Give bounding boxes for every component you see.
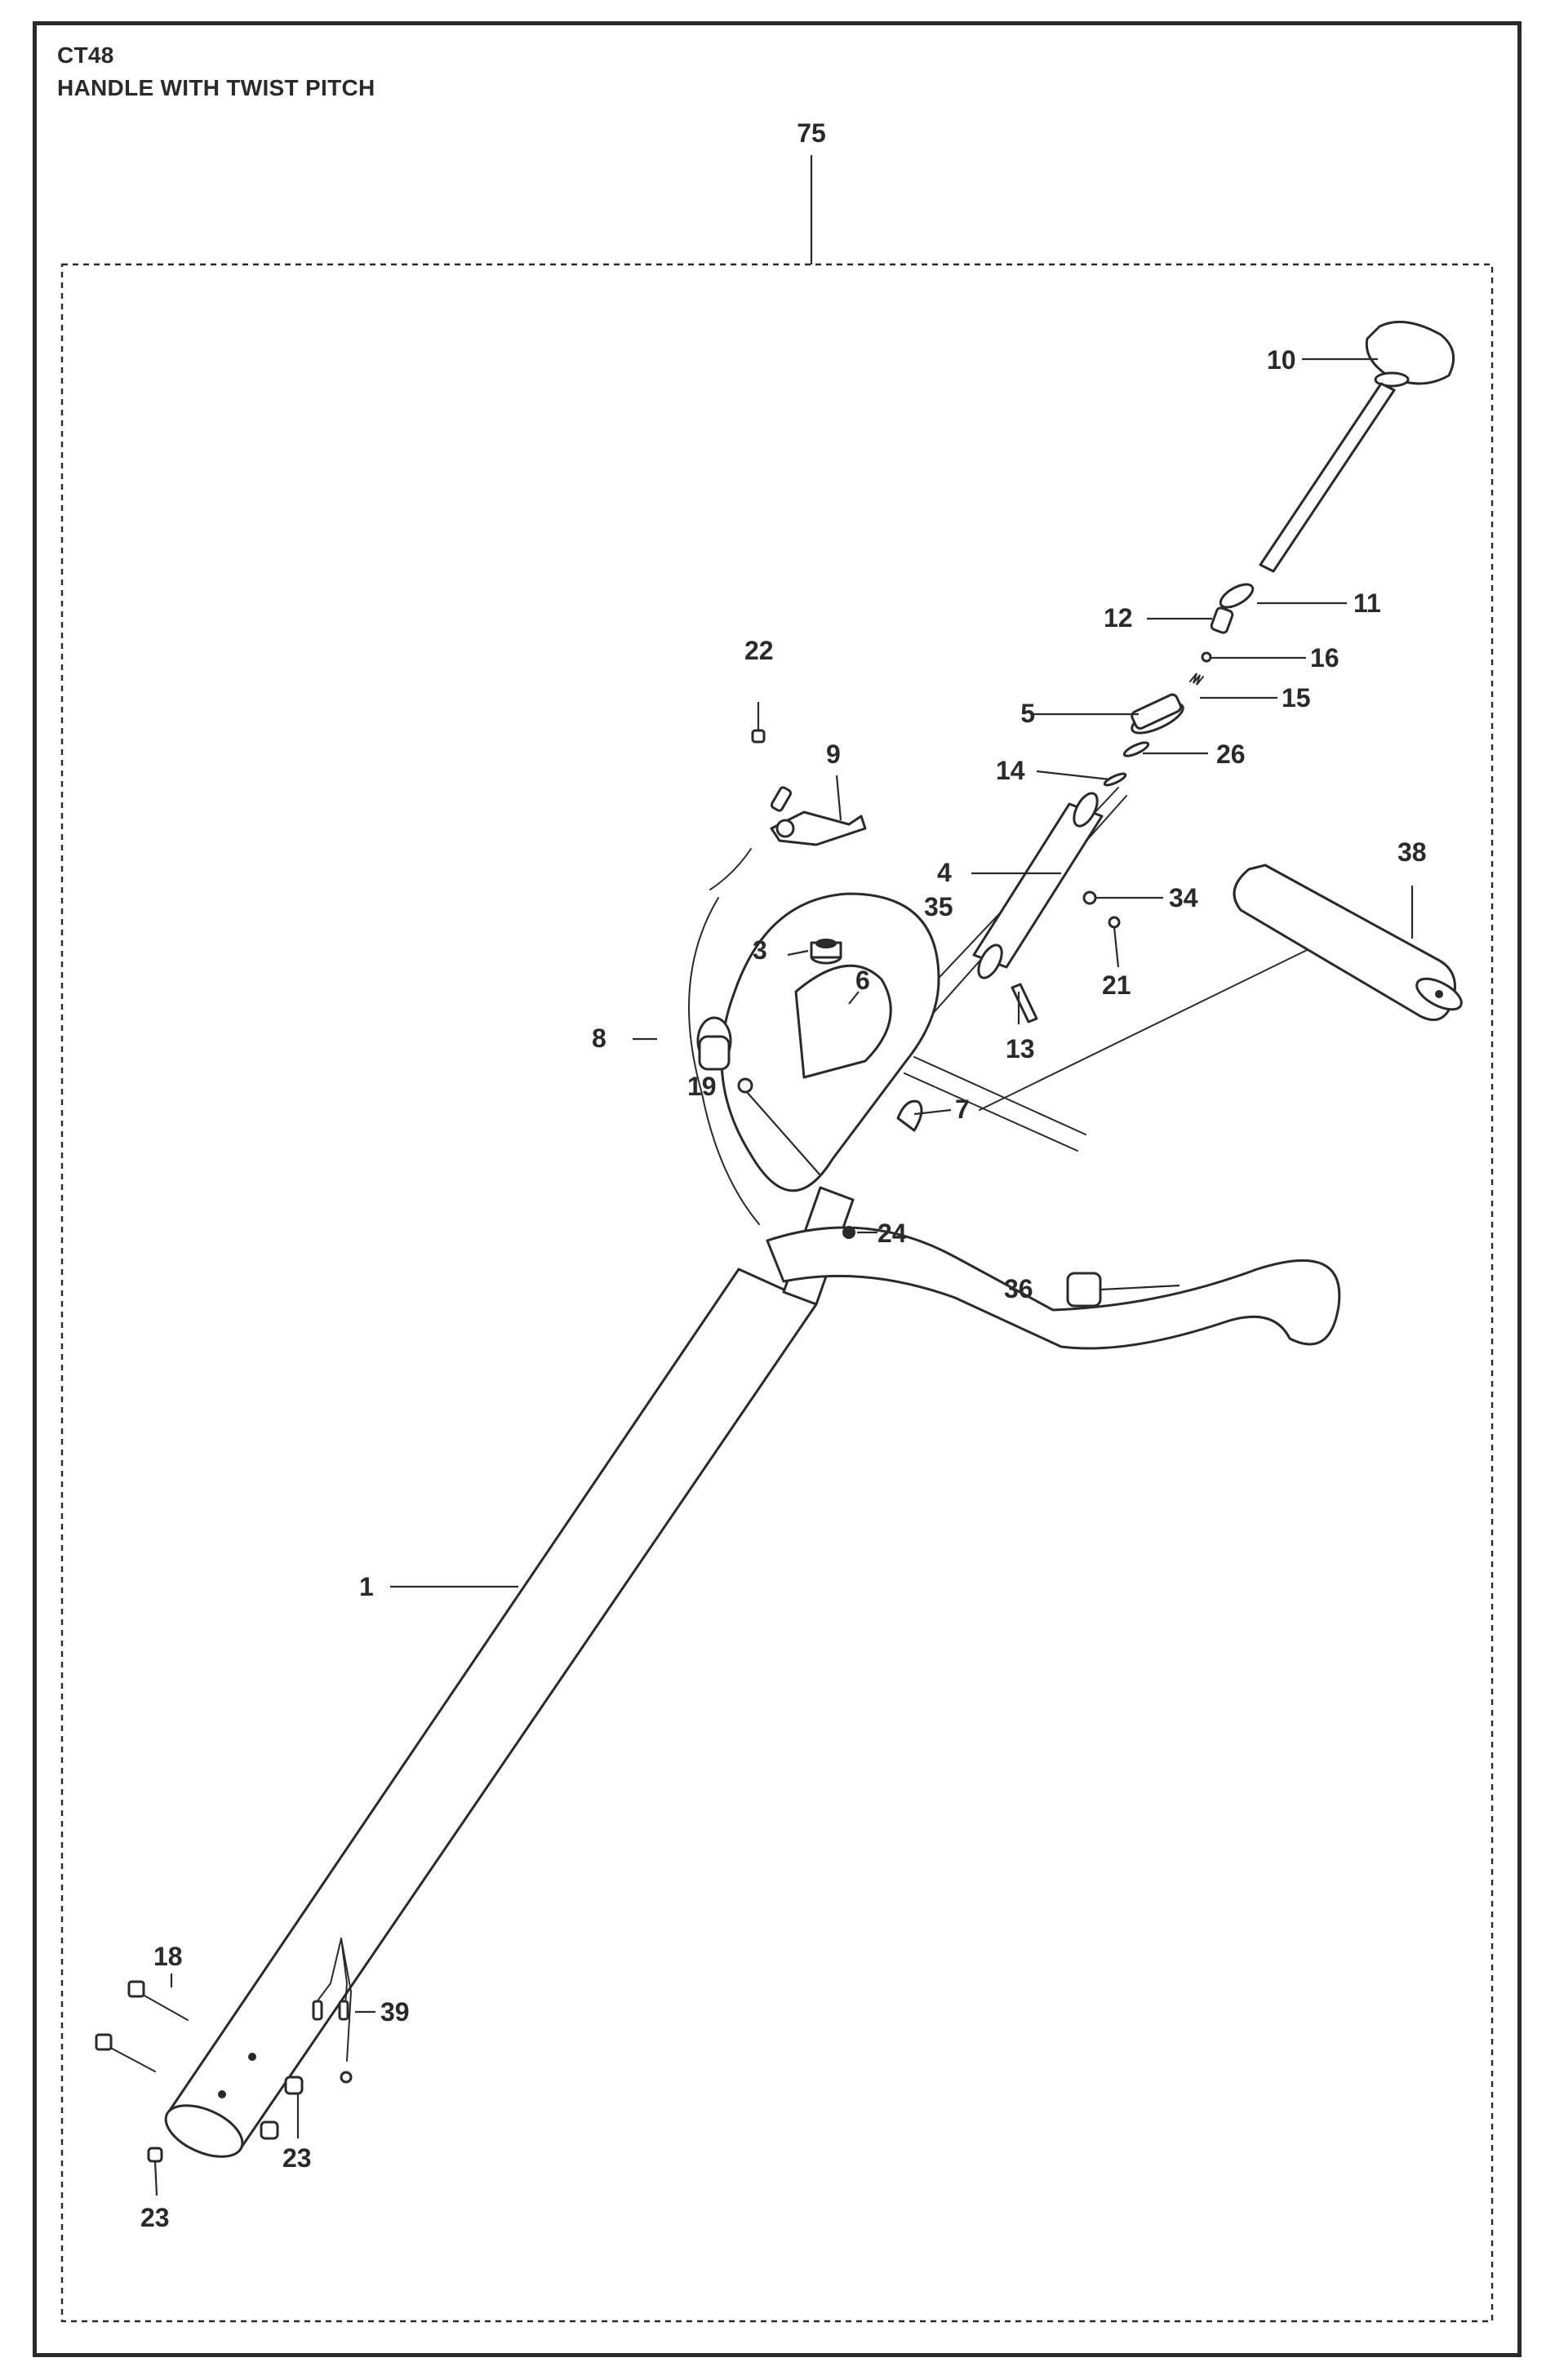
assembly-boundary: [60, 263, 1494, 2323]
label-part-23-bottom: 23: [140, 2203, 170, 2232]
screw-part-34: [1082, 890, 1097, 905]
label-part-7: 7: [955, 1095, 970, 1124]
nut-part-23-bottom: [147, 2147, 163, 2163]
label-part-19: 19: [687, 1072, 717, 1101]
washer-part-11: [1219, 583, 1255, 609]
label-part-36: 36: [1004, 1274, 1033, 1303]
label-part-39: 39: [380, 1997, 410, 2027]
bushing-part-12: [1210, 606, 1234, 634]
sleeve-part-4: [972, 792, 1104, 979]
label-part-1: 1: [359, 1572, 374, 1601]
grip-part-38: [1233, 864, 1463, 1021]
label-part-11: 11: [1353, 588, 1381, 618]
label-part-38: 38: [1397, 837, 1427, 867]
oring-part-26: [1122, 741, 1150, 757]
pin-part-16: [1201, 651, 1212, 663]
label-part-4: 4: [937, 858, 952, 887]
rod: [1259, 382, 1396, 573]
handle-loop: [766, 934, 1341, 1350]
label-part-12: 12: [1104, 603, 1133, 633]
assembly-label: 75: [797, 118, 826, 148]
label-part-18: 18: [153, 1942, 183, 1971]
spring-part-15: [1189, 673, 1204, 686]
label-part-5: 5: [1020, 699, 1035, 728]
label-part-10: 10: [1267, 345, 1296, 375]
screw-part-24: [842, 1226, 855, 1239]
lever-part-9: [770, 786, 867, 846]
screw-part-22: [751, 729, 766, 744]
nut-part-23-right: [260, 2076, 304, 2140]
label-part-15: 15: [1282, 683, 1311, 713]
label-part-8: 8: [592, 1023, 606, 1053]
cable-part-39: [312, 1938, 353, 2084]
label-part-16: 16: [1310, 643, 1340, 673]
pin-part-13: [1011, 983, 1038, 1023]
label-part-9: 9: [826, 739, 841, 769]
main-shaft: [164, 1268, 818, 2158]
label-part-24: 24: [877, 1219, 907, 1248]
top-knob-part-10: [1365, 320, 1455, 388]
label-part-26: 26: [1216, 739, 1246, 769]
end-plug-part-36: [1066, 1272, 1102, 1308]
model-code: CT48: [57, 42, 114, 68]
label-part-6: 6: [855, 966, 870, 995]
collar-part-5: [1131, 693, 1184, 735]
label-part-21: 21: [1102, 970, 1131, 1000]
label-part-3: 3: [753, 935, 767, 965]
bolt-part-18-upper: [127, 1980, 189, 2021]
nut-part-19: [737, 1077, 753, 1094]
throttle-housing: [688, 848, 940, 1225]
label-part-14: 14: [996, 756, 1025, 785]
knob-part-3: [810, 939, 842, 965]
cable-eye-part-7: [896, 1099, 923, 1132]
part-labels: 1 3 4 35 5 6 7 8 9 10 11 12 13 14 15 16 …: [140, 345, 1427, 2232]
label-part-34: 34: [1169, 883, 1198, 912]
label-part-23-right: 23: [282, 2143, 312, 2173]
label-part-22: 22: [744, 636, 774, 665]
label-part-35: 35: [924, 892, 953, 921]
leader-lines: [153, 357, 1414, 2196]
label-part-13: 13: [1006, 1034, 1035, 1063]
screw-part-21: [1108, 916, 1121, 929]
bolt-part-18-lower: [95, 2033, 156, 2072]
section-title: HANDLE WITH TWIST PITCH: [57, 75, 375, 100]
oring-part-14: [1103, 772, 1127, 787]
